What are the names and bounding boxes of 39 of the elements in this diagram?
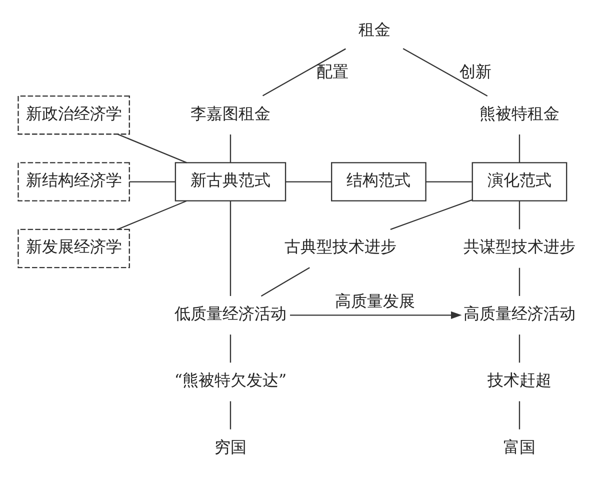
- connector: [116, 200, 186, 230]
- node-text: “熊被特欠发达”: [174, 370, 286, 390]
- connector: [518, 401, 520, 430]
- connector: [402, 48, 488, 96]
- node-box: 新结构经济学: [17, 162, 130, 202]
- edge-label: 配置: [316, 62, 348, 81]
- connector: [518, 268, 520, 296]
- edge-label: 高质量发展: [334, 292, 414, 311]
- node-text: 共谋型技术进步: [462, 237, 575, 256]
- connector: [229, 401, 231, 430]
- connector: [518, 334, 520, 363]
- node-box: 新古典范式: [174, 162, 286, 202]
- connector: [129, 181, 175, 182]
- connector: [260, 267, 310, 297]
- node-text: 穷国: [214, 437, 246, 456]
- node-text: 富国: [502, 437, 535, 456]
- connector: [117, 134, 186, 164]
- connector: [229, 201, 231, 296]
- node-text: 熊被特租金: [478, 104, 559, 123]
- node-text: 高质量经济活动: [462, 304, 575, 323]
- node-box: 演化范式: [471, 162, 567, 202]
- node-box: 新发展经济学: [17, 228, 130, 268]
- node-box: 新政治经济学: [17, 95, 130, 135]
- node-text: 低质量经济活动: [174, 304, 286, 323]
- connector: [518, 134, 520, 163]
- connector: [262, 48, 346, 96]
- connector: [229, 134, 231, 163]
- edge-label: 创新: [459, 62, 492, 81]
- node-text: 古典型技术进步: [284, 237, 396, 256]
- node-text: 技术赶超: [486, 370, 551, 390]
- connector: [390, 199, 472, 230]
- connector: [229, 334, 231, 363]
- node-text: 李嘉图租金: [190, 104, 270, 123]
- arrow: [290, 311, 462, 319]
- connector: [426, 181, 472, 182]
- connector: [518, 201, 520, 230]
- node-box: 结构范式: [330, 162, 426, 202]
- connector: [285, 181, 331, 182]
- node-text: 租金: [358, 20, 390, 40]
